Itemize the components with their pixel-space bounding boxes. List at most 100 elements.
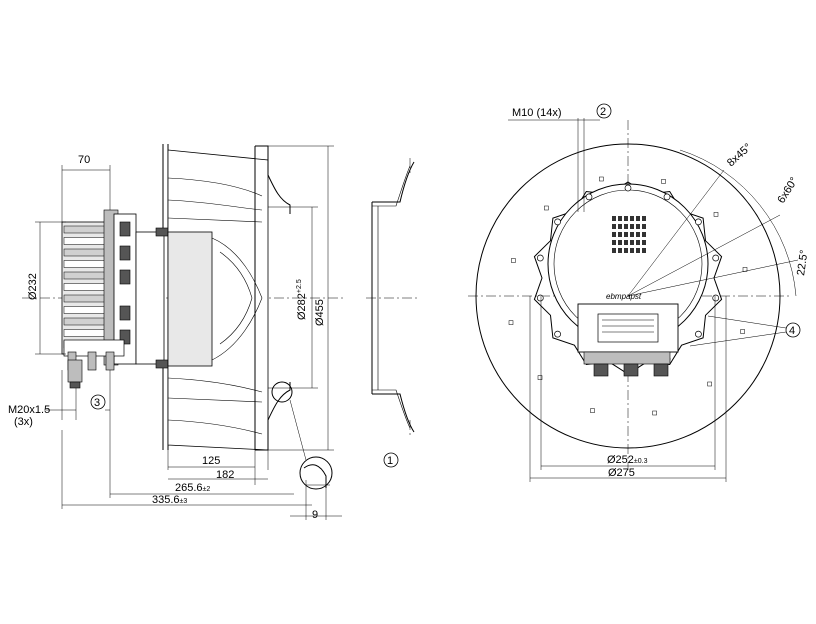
disc-slot bbox=[599, 176, 604, 182]
disc-slot bbox=[511, 258, 516, 263]
angle-arc bbox=[679, 149, 797, 297]
cooling-fin bbox=[63, 329, 109, 337]
callout-4 bbox=[785, 322, 801, 338]
d455-label: Ø455 bbox=[314, 299, 326, 326]
detail-circle-upper bbox=[271, 381, 293, 403]
angle-225-label: 22.5° bbox=[795, 249, 810, 276]
connector-pin bbox=[618, 216, 622, 221]
connector-pin bbox=[642, 248, 646, 253]
connector-pin bbox=[636, 216, 640, 221]
cooling-fin bbox=[63, 317, 109, 326]
bolt-hole bbox=[695, 330, 702, 338]
bolt-hole bbox=[536, 254, 544, 262]
thread-count-label: (3x) bbox=[14, 416, 33, 428]
d275-label: Ø275 bbox=[608, 467, 635, 479]
impeller bbox=[167, 145, 291, 451]
connector-pin bbox=[642, 240, 646, 245]
connector-pin bbox=[618, 240, 622, 245]
connector-pin bbox=[618, 248, 622, 253]
svg-text:2: 2 bbox=[600, 106, 606, 118]
cooling-fin bbox=[63, 294, 109, 303]
connector-pin bbox=[612, 240, 616, 245]
bolt-hole bbox=[554, 330, 561, 338]
bolt-hole bbox=[585, 193, 593, 201]
disc-slot bbox=[661, 179, 666, 184]
disc-slot bbox=[740, 329, 745, 334]
disc-slot bbox=[707, 381, 712, 387]
connector-pin bbox=[636, 232, 640, 237]
dim-2656-label: 265.6±2 bbox=[175, 482, 210, 494]
front-view: ebmpapst M10 (14x) 2 8x45° 6x60° 22.5° 4… bbox=[468, 103, 811, 482]
connector-pin bbox=[624, 216, 628, 221]
connector-pin bbox=[642, 216, 646, 221]
electronics-box bbox=[577, 303, 679, 377]
angle-60-label: 6x60° bbox=[775, 175, 800, 205]
cooling-fin bbox=[63, 283, 109, 291]
d232-label: Ø232 bbox=[27, 273, 39, 300]
disc-slot bbox=[713, 212, 719, 217]
motor-body bbox=[61, 209, 137, 371]
width-70-label: 70 bbox=[78, 154, 90, 166]
bolt-hole bbox=[663, 193, 671, 201]
connector-pin bbox=[630, 224, 634, 229]
bolt-hole bbox=[624, 184, 632, 192]
connector-pin bbox=[630, 216, 634, 221]
callout-1 bbox=[383, 452, 399, 468]
disc-slot bbox=[544, 205, 549, 211]
detail-circle-lower bbox=[299, 456, 333, 490]
connector-pin bbox=[624, 248, 628, 253]
brand-logo: ebmpapst bbox=[606, 292, 642, 301]
disc-slot bbox=[537, 375, 543, 380]
cooling-fin bbox=[63, 225, 109, 234]
disc-slot bbox=[508, 320, 514, 325]
d282-label: Ø282+2.5 bbox=[296, 279, 308, 320]
connector-pin bbox=[612, 224, 616, 229]
connector-pin bbox=[618, 232, 622, 237]
d252-label: Ø252±0.3 bbox=[607, 454, 648, 466]
connector-pin bbox=[612, 216, 616, 221]
connector-pin bbox=[630, 248, 634, 253]
connector-pin bbox=[642, 224, 646, 229]
bolt-hole bbox=[536, 294, 544, 302]
connector-pin bbox=[642, 232, 646, 237]
connector-pin bbox=[624, 232, 628, 237]
bolt-hole bbox=[712, 254, 720, 262]
bolt-hole bbox=[695, 218, 702, 226]
connector-pin bbox=[630, 232, 634, 237]
cooling-fin bbox=[63, 237, 109, 245]
outer-disc bbox=[475, 143, 781, 449]
callout-3 bbox=[90, 394, 106, 410]
cable-gland bbox=[67, 359, 83, 389]
svg-text:3: 3 bbox=[94, 397, 100, 409]
connector-pin bbox=[636, 248, 640, 253]
svg-text:4: 4 bbox=[789, 325, 795, 337]
bolt-hole bbox=[554, 218, 561, 226]
disc-slot bbox=[652, 410, 657, 416]
cooling-fin bbox=[63, 260, 109, 268]
svg-text:1: 1 bbox=[387, 455, 393, 467]
bolt-label: M10 (14x) bbox=[512, 107, 562, 119]
callout-2 bbox=[596, 103, 612, 119]
side-view: Ø282+2.5 Ø455 70 Ø232 M20x1.5 (3x) 3 125… bbox=[8, 144, 345, 521]
connector-pin bbox=[636, 224, 640, 229]
connector-pin bbox=[630, 240, 634, 245]
thread-label: M20x1.5 bbox=[8, 404, 50, 416]
connector-pin bbox=[624, 240, 628, 245]
cooling-fin bbox=[63, 306, 109, 314]
disc-slot bbox=[590, 408, 595, 413]
cooling-fin bbox=[63, 248, 109, 257]
connector-pin bbox=[612, 248, 616, 253]
inlet-ring-view: 1 bbox=[366, 158, 420, 468]
connector-pin bbox=[636, 240, 640, 245]
connector-pin bbox=[624, 224, 628, 229]
dim-125-label: 125 bbox=[202, 455, 220, 467]
angle-45-label: 8x45° bbox=[725, 141, 754, 169]
cooling-fin bbox=[63, 271, 109, 280]
dim-182-label: 182 bbox=[216, 469, 234, 481]
dim-3356-label: 335.6±3 bbox=[152, 494, 187, 506]
connector-pin bbox=[618, 224, 622, 229]
dim-9-label: 9 bbox=[312, 509, 318, 521]
bolt-hole bbox=[712, 294, 720, 302]
connector-pin bbox=[612, 232, 616, 237]
